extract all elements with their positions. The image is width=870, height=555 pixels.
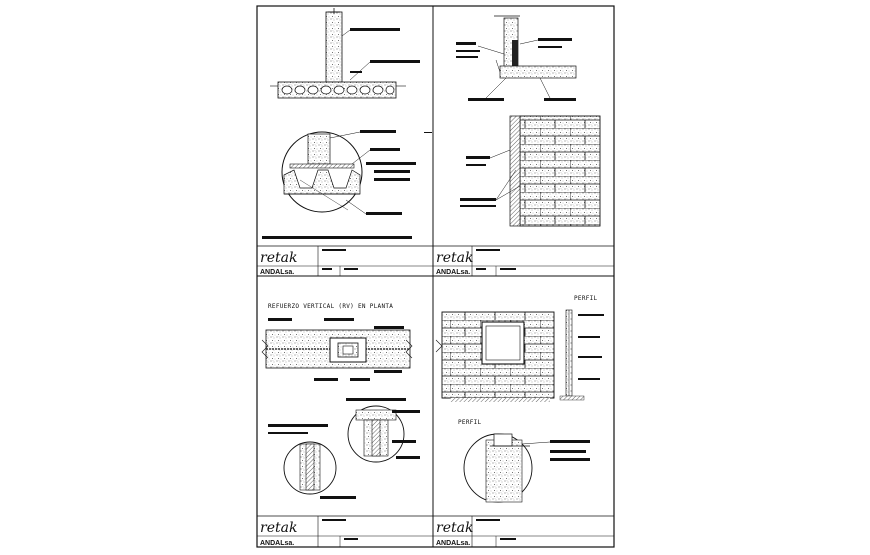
company-name: ANDALsa. <box>260 269 294 276</box>
panel-wall-footing-detail <box>456 15 601 227</box>
brand-logo: retak <box>436 250 473 266</box>
panel-vertical-reinforcement: REFUERZO VERTICAL (RV) EN PLANTA <box>261 303 420 499</box>
title-block-bottom-left: retak ANDALsa. <box>257 515 433 547</box>
detail-title-perfil: PERFIL <box>458 419 482 426</box>
panel-title-rv-plan: REFUERZO VERTICAL (RV) EN PLANTA <box>268 303 393 310</box>
wall-section <box>325 11 343 83</box>
title-block-top-right: retak ANDALsa. <box>433 245 614 276</box>
brand-logo: retak <box>260 250 297 266</box>
panel-slab-wall-detail <box>262 8 432 239</box>
company-name: ANDALsa. <box>436 269 470 276</box>
brand-logo: retak <box>436 520 473 536</box>
section-title-perfil: PERFIL <box>574 295 598 302</box>
panel-window-opening-detail: PERFIL PERFIL <box>435 295 604 503</box>
company-name: ANDALsa. <box>260 540 294 547</box>
brick-wall <box>519 115 601 227</box>
company-name: ANDALsa. <box>436 540 470 547</box>
brand-logo: retak <box>260 520 297 536</box>
title-block-top-left: retak ANDALsa. <box>257 245 433 276</box>
window-opening <box>481 321 525 365</box>
slab-voids <box>281 85 395 95</box>
title-block-bottom-right: retak ANDALsa. <box>433 515 614 547</box>
